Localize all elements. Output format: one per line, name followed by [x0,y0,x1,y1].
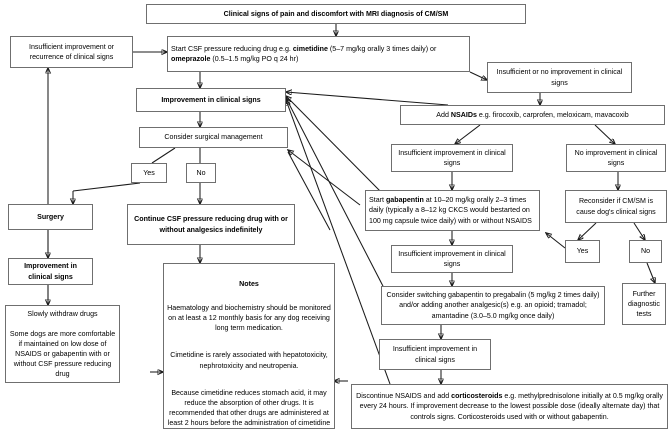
csf-drug-cimetidine: cimetidine [292,44,328,53]
node-slowly-withdraw-drugs: Slowly withdraw drugs Some dogs are more… [5,305,120,383]
node-gabapentin: Start gabapentin at 10–20 mg/kg orally 2… [365,190,540,231]
node-add-nsaids: Add NSAIDs e.g. firocoxib, carprofen, me… [400,105,665,125]
node-insufficient-improvement-2-label: Insufficient improvement in clinical sig… [398,249,506,268]
edge-nsaids-back-to-improvement [286,92,449,106]
node-continue-csf-label: Continue CSF pressure reducing drug with… [134,215,288,234]
node-consider-surgical-management: Consider surgical management [139,127,288,148]
node-insufficient-improvement-1-label: Insufficient improvement in clinical sig… [398,148,506,167]
cortico-text-2: e.g. methylprednisolone initially at 0.5… [359,392,663,421]
node-notes-box: Notes Haematology and biochemistry shoul… [163,263,335,429]
node-reconsider-cmsm: Reconsider if CM/SM is cause dog's clini… [565,190,667,223]
notes-paragraph-2: Cimetidine is rarely associated with hep… [170,351,328,370]
node-insufficient-improvement-3-label: Insufficient improvement in clinical sig… [392,345,478,364]
nsaids-text-2: e.g. firocoxib, carprofen, meloxicam, ma… [476,110,629,119]
node-further-tests-label: Further diagnostic tests [628,289,660,319]
notes-title: Notes [239,280,259,289]
node-improvement-left-label: Improvement in clinical signs [24,262,77,281]
node-yes-reconsider[interactable]: Yes [565,240,600,263]
csf-drug-omeprazole: omeprazole [171,55,211,63]
nsaids-text-1: Add [436,110,451,119]
node-no-improvement: No improvement in clinical signs [566,144,666,172]
node-start: Clinical signs of pain and discomfort wi… [146,4,526,24]
notes-paragraph-3: Because cimetidine reduces stomach acid,… [167,388,331,427]
nsaids-bold: NSAIDs [450,110,477,119]
edge-reconsider-to-yes [578,222,597,240]
node-no-reconsider[interactable]: No [629,240,662,263]
edge-no-to-tests [646,262,655,283]
node-slowly-withdraw-label: Slowly withdraw drugs Some dogs are more… [9,309,116,379]
node-no-surgical-label: No [196,168,206,177]
notes-paragraph-1: Haematology and biochemistry should be m… [167,304,331,333]
csf-text-2: (5–7 mg/kg orally 3 times daily) or [327,44,437,53]
edge-reconsider-to-no [633,222,645,240]
node-improvement-clinical-signs-left: Improvement in clinical signs [8,258,93,285]
node-improvement-in-clinical-signs: Improvement in clinical signs [136,88,286,112]
edge-right-back-to-surgical [288,150,361,206]
gabapentin-text-1: Start [369,196,386,205]
node-surgery: Surgery [8,204,93,230]
node-surgery-label: Surgery [37,212,64,221]
csf-text-1: Start CSF pressure reducing drug e.g. [171,44,293,53]
node-no-improvement-label: No improvement in clinical signs [574,148,658,167]
node-yes-reconsider-label: Yes [576,247,589,256]
node-insufficient-or-recurrence: Insufficient improvement or recurrence o… [10,36,133,68]
node-pregabalin: Consider switching gabapentin to pregaba… [381,286,605,325]
node-further-diagnostic-tests: Further diagnostic tests [622,283,666,325]
node-no-reconsider-label: No [640,247,651,256]
node-continue-csf: Continue CSF pressure reducing drug with… [127,204,295,245]
edge-yes-branch [72,182,141,192]
node-insufficient-improvement-1: Insufficient improvement in clinical sig… [391,144,513,172]
edge-surgical-to-yes [151,147,176,164]
cortico-text-1: Discontinue NSAIDS and add [356,392,452,401]
node-pregabalin-label: Consider switching gabapentin to pregaba… [386,291,600,320]
node-insufficient-improvement-3: Insufficient improvement in clinical sig… [379,339,491,370]
node-yes-surgical-label: Yes [143,168,155,177]
edge-csf-to-noimprove [469,71,487,80]
node-improvement-label: Improvement in clinical signs [161,95,261,104]
node-reconsider-label: Reconsider if CM/SM is cause dog's clini… [576,197,656,216]
cortico-bold: corticosteroids [451,392,503,401]
node-no-surgical[interactable]: No [186,163,216,183]
csf-text-3: (0.5–1.5 mg/kg PO q 24 hr) [210,55,299,63]
gabapentin-bold: gabapentin [385,196,424,205]
node-consider-surgical-label: Consider surgical management [164,133,263,142]
node-start-label: Clinical signs of pain and discomfort wi… [223,9,449,18]
edge-yes-to-gabapentin [546,233,566,249]
node-insufficient-or-recurrence-label: Insufficient improvement or recurrence o… [28,42,115,61]
node-csf-pressure-drug: Start CSF pressure reducing drug e.g. ci… [167,36,470,72]
node-yes-surgical[interactable]: Yes [131,163,167,183]
edge-nsaids-to-noimp [594,124,615,144]
node-insufficient-or-no-improvement: Insufficient or no improvement in clinic… [487,62,632,93]
node-insufficient-or-no-improvement-label: Insufficient or no improvement in clinic… [496,68,623,87]
node-corticosteroids: Discontinue NSAIDS and add corticosteroi… [351,384,668,429]
edge-gabapentin-back-to-improvement [286,96,386,197]
edge-nsaids-to-insuff1 [455,124,481,144]
node-insufficient-improvement-2: Insufficient improvement in clinical sig… [391,245,513,273]
